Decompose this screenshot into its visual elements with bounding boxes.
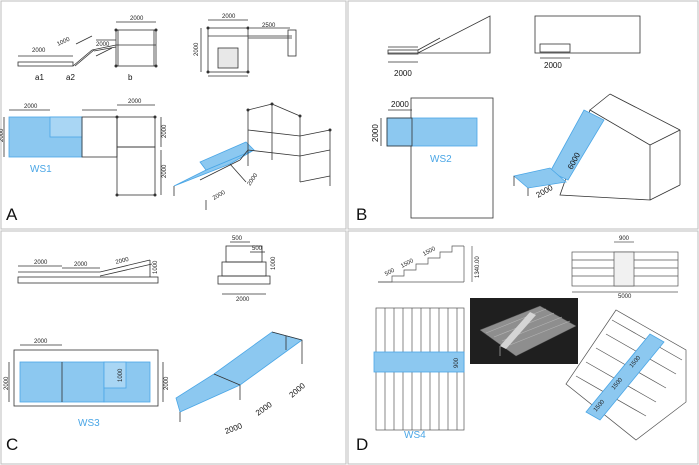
panel-d-frame — [347, 230, 699, 465]
dim-label: 2000 — [164, 376, 170, 390]
panel-a-joints — [114, 26, 332, 197]
dim-label: 2000 — [162, 164, 168, 178]
label-a1: a1 — [35, 73, 44, 82]
dim-label: 2000 — [371, 124, 380, 142]
panel-d-letter: D — [356, 435, 368, 454]
dim-label: 500 — [252, 246, 263, 252]
dim-label: 2000 — [4, 376, 10, 390]
panel-c — [8, 241, 303, 422]
dim-label: 1000 — [56, 36, 71, 47]
dim-label: 500 — [232, 236, 243, 242]
dim-label: 2000 — [224, 421, 244, 436]
render-inset — [470, 298, 578, 364]
dim-label: 5000 — [618, 294, 632, 300]
panel-b-letter: B — [356, 205, 367, 224]
dim-label: 2000 — [247, 172, 260, 187]
dim-label: 2000 — [194, 42, 200, 56]
dim-label: 2000 — [254, 400, 274, 418]
dim-label: 1500 — [400, 258, 415, 270]
dim-label: 1000 — [153, 260, 159, 274]
dim-label: 2000 — [236, 297, 250, 303]
dim-label: 2000 — [130, 16, 144, 22]
dim-label: 2000 — [212, 190, 227, 202]
dim-label: 2000 — [0, 128, 5, 142]
dim-label: 2000 — [34, 260, 48, 266]
ws4-label: WS4 — [404, 430, 426, 441]
ws1-label: WS1 — [30, 164, 52, 175]
dim-label: 2000 — [115, 257, 130, 266]
dim-label: 900 — [619, 236, 630, 242]
dim-label: 2000 — [391, 100, 409, 109]
dim-label: 1340.00 — [475, 256, 481, 278]
dim-label: 1000 — [118, 368, 124, 382]
label-b: b — [128, 73, 133, 82]
panel-c-frame — [0, 230, 347, 465]
dim-label: 2000 — [288, 381, 308, 400]
panel-a-letter: A — [6, 205, 18, 224]
dim-label: 2000 — [128, 99, 142, 105]
dim-label: 900 — [454, 357, 460, 368]
dim-label: 2000 — [24, 104, 38, 110]
dim-label: 1500 — [422, 246, 437, 258]
panel-a-frame — [0, 0, 347, 230]
dim-label: 2000 — [34, 339, 48, 345]
panel-b — [380, 15, 681, 219]
ws3-label: WS3 — [78, 418, 100, 429]
ws4-iso-walkway — [585, 333, 665, 421]
dim-label: 2000 — [222, 14, 236, 20]
dim-label: 1000 — [271, 256, 277, 270]
ws2-label: WS2 — [430, 154, 452, 165]
dim-label: 2000 — [96, 42, 110, 48]
dim-label: 2000 — [544, 61, 562, 70]
label-a2: a2 — [66, 73, 75, 82]
dim-label: 2000 — [74, 262, 88, 268]
dim-label: 2500 — [262, 23, 276, 29]
panel-c-letter: C — [6, 435, 18, 454]
ws4-plan-walkway — [373, 351, 465, 373]
panel-a — [3, 19, 331, 210]
dim-label: 500 — [384, 267, 396, 277]
dim-label: 2000 — [32, 48, 46, 54]
panel-b-frame — [347, 0, 699, 230]
dim-label: 2000 — [394, 69, 412, 78]
dim-label: 2000 — [162, 124, 168, 138]
